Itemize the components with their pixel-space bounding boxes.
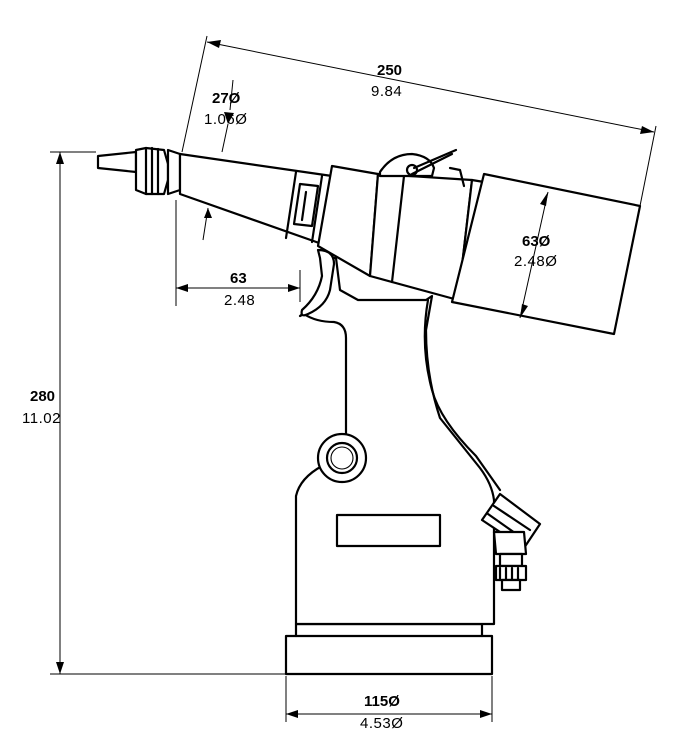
overall-height-inch: 11.02 <box>22 410 61 427</box>
dimension-labels: 250 9.84 27Ø 1.06Ø 63Ø 2.48Ø 63 2.48 280… <box>22 62 557 732</box>
cylinder-diameter-inch: 2.48Ø <box>514 253 557 270</box>
base-diameter-mm: 115Ø <box>364 693 400 710</box>
cylinder-diameter-mm: 63Ø <box>522 233 551 250</box>
emblem-inner <box>330 446 354 470</box>
emblem-outer <box>316 432 368 484</box>
nose-diameter-mm: 27Ø <box>212 90 241 107</box>
overall-length-inch: 9.84 <box>371 83 402 100</box>
base-diameter-inch: 4.53Ø <box>360 715 403 732</box>
overall-height-mm: 280 <box>30 388 55 405</box>
nose-diameter-inch: 1.06Ø <box>204 111 247 128</box>
trigger <box>300 248 336 317</box>
reservoir-cylinder <box>450 172 642 336</box>
air-line <box>423 298 502 492</box>
label-plate <box>335 513 442 548</box>
tool-outline <box>96 146 642 676</box>
emblem-mid <box>325 441 359 475</box>
overall-length-mm: 250 <box>377 62 402 79</box>
top-valve <box>378 148 466 188</box>
nose-piece <box>96 146 182 196</box>
dimension-lines <box>50 35 657 722</box>
base-collar <box>294 622 484 638</box>
air-fitting <box>480 492 542 592</box>
nose-to-trigger-mm: 63 <box>230 270 247 287</box>
nose-to-trigger-inch: 2.48 <box>224 292 255 309</box>
barrel <box>178 152 334 246</box>
base-foot <box>284 634 494 676</box>
